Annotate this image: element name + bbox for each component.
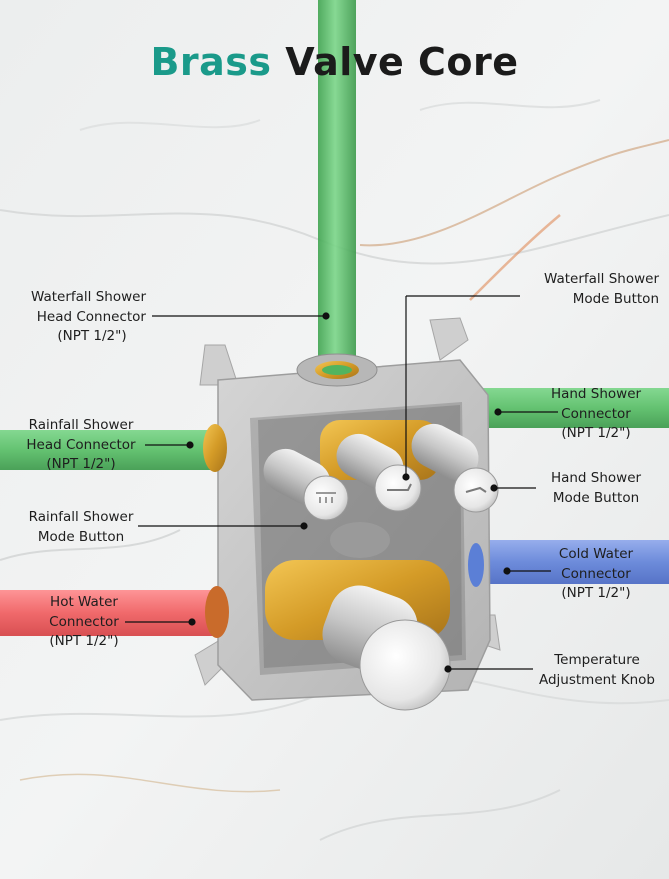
label-waterfall-mode-button: Waterfall Shower Mode Button: [543, 271, 659, 307]
page-title: Brass Valve Core: [0, 40, 669, 84]
label-hot-water-connector: Hot Water Connector (NPT 1/2"): [49, 594, 119, 649]
label-hand-shower-connector: Hand Shower Connector (NPT 1/2"): [550, 386, 642, 441]
label-hand-shower-mode-button: Hand Shower Mode Button: [550, 470, 642, 506]
label-cold-water-connector: Cold Water Connector (NPT 1/2"): [558, 546, 634, 601]
title-valve-core: Valve Core: [285, 40, 519, 84]
title-brass: Brass: [150, 40, 272, 84]
label-waterfall-head-connector: Waterfall Shower Head Connector (NPT 1/2…: [30, 289, 146, 344]
label-rainfall-head-connector: Rainfall Shower Head Connector (NPT 1/2"…: [26, 417, 136, 472]
label-rainfall-mode-button: Rainfall Shower Mode Button: [28, 509, 134, 545]
label-temperature-knob: Temperature Adjustment Knob: [538, 652, 656, 688]
